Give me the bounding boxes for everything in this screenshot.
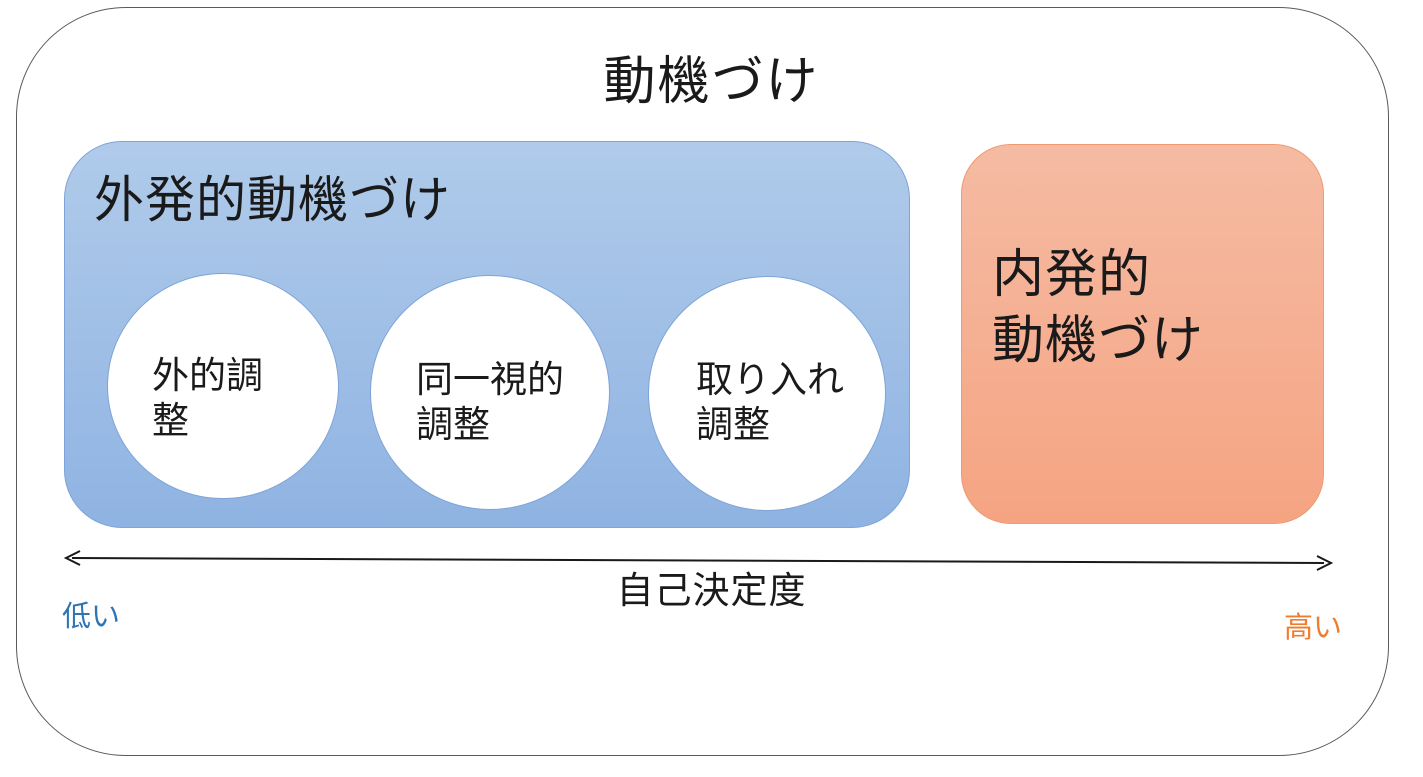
axis-label: 自己決定度: [616, 569, 807, 612]
external-regulation-circle: [107, 273, 339, 499]
axis-low-label: 低い: [62, 599, 121, 633]
axis-arrowhead-right-icon: [1316, 555, 1334, 571]
intrinsic-motivation-title: 内発的 動機づけ: [992, 245, 1205, 371]
introjected-regulation-label: 取り入れ 調整: [696, 358, 844, 446]
external-regulation-label: 外的調 整: [152, 354, 263, 442]
axis-arrowhead-left-icon: [63, 550, 81, 566]
introjected-regulation-circle: [648, 276, 886, 511]
identified-regulation-circle: [370, 275, 610, 510]
axis-high-label: 高い: [1284, 610, 1343, 644]
intrinsic-motivation-box: [961, 144, 1324, 524]
axis-line: [71, 557, 1325, 564]
extrinsic-motivation-title: 外発的動機づけ: [94, 171, 451, 229]
identified-regulation-label: 同一視的 調整: [416, 358, 564, 446]
diagram-title: 動機づけ: [603, 52, 820, 112]
